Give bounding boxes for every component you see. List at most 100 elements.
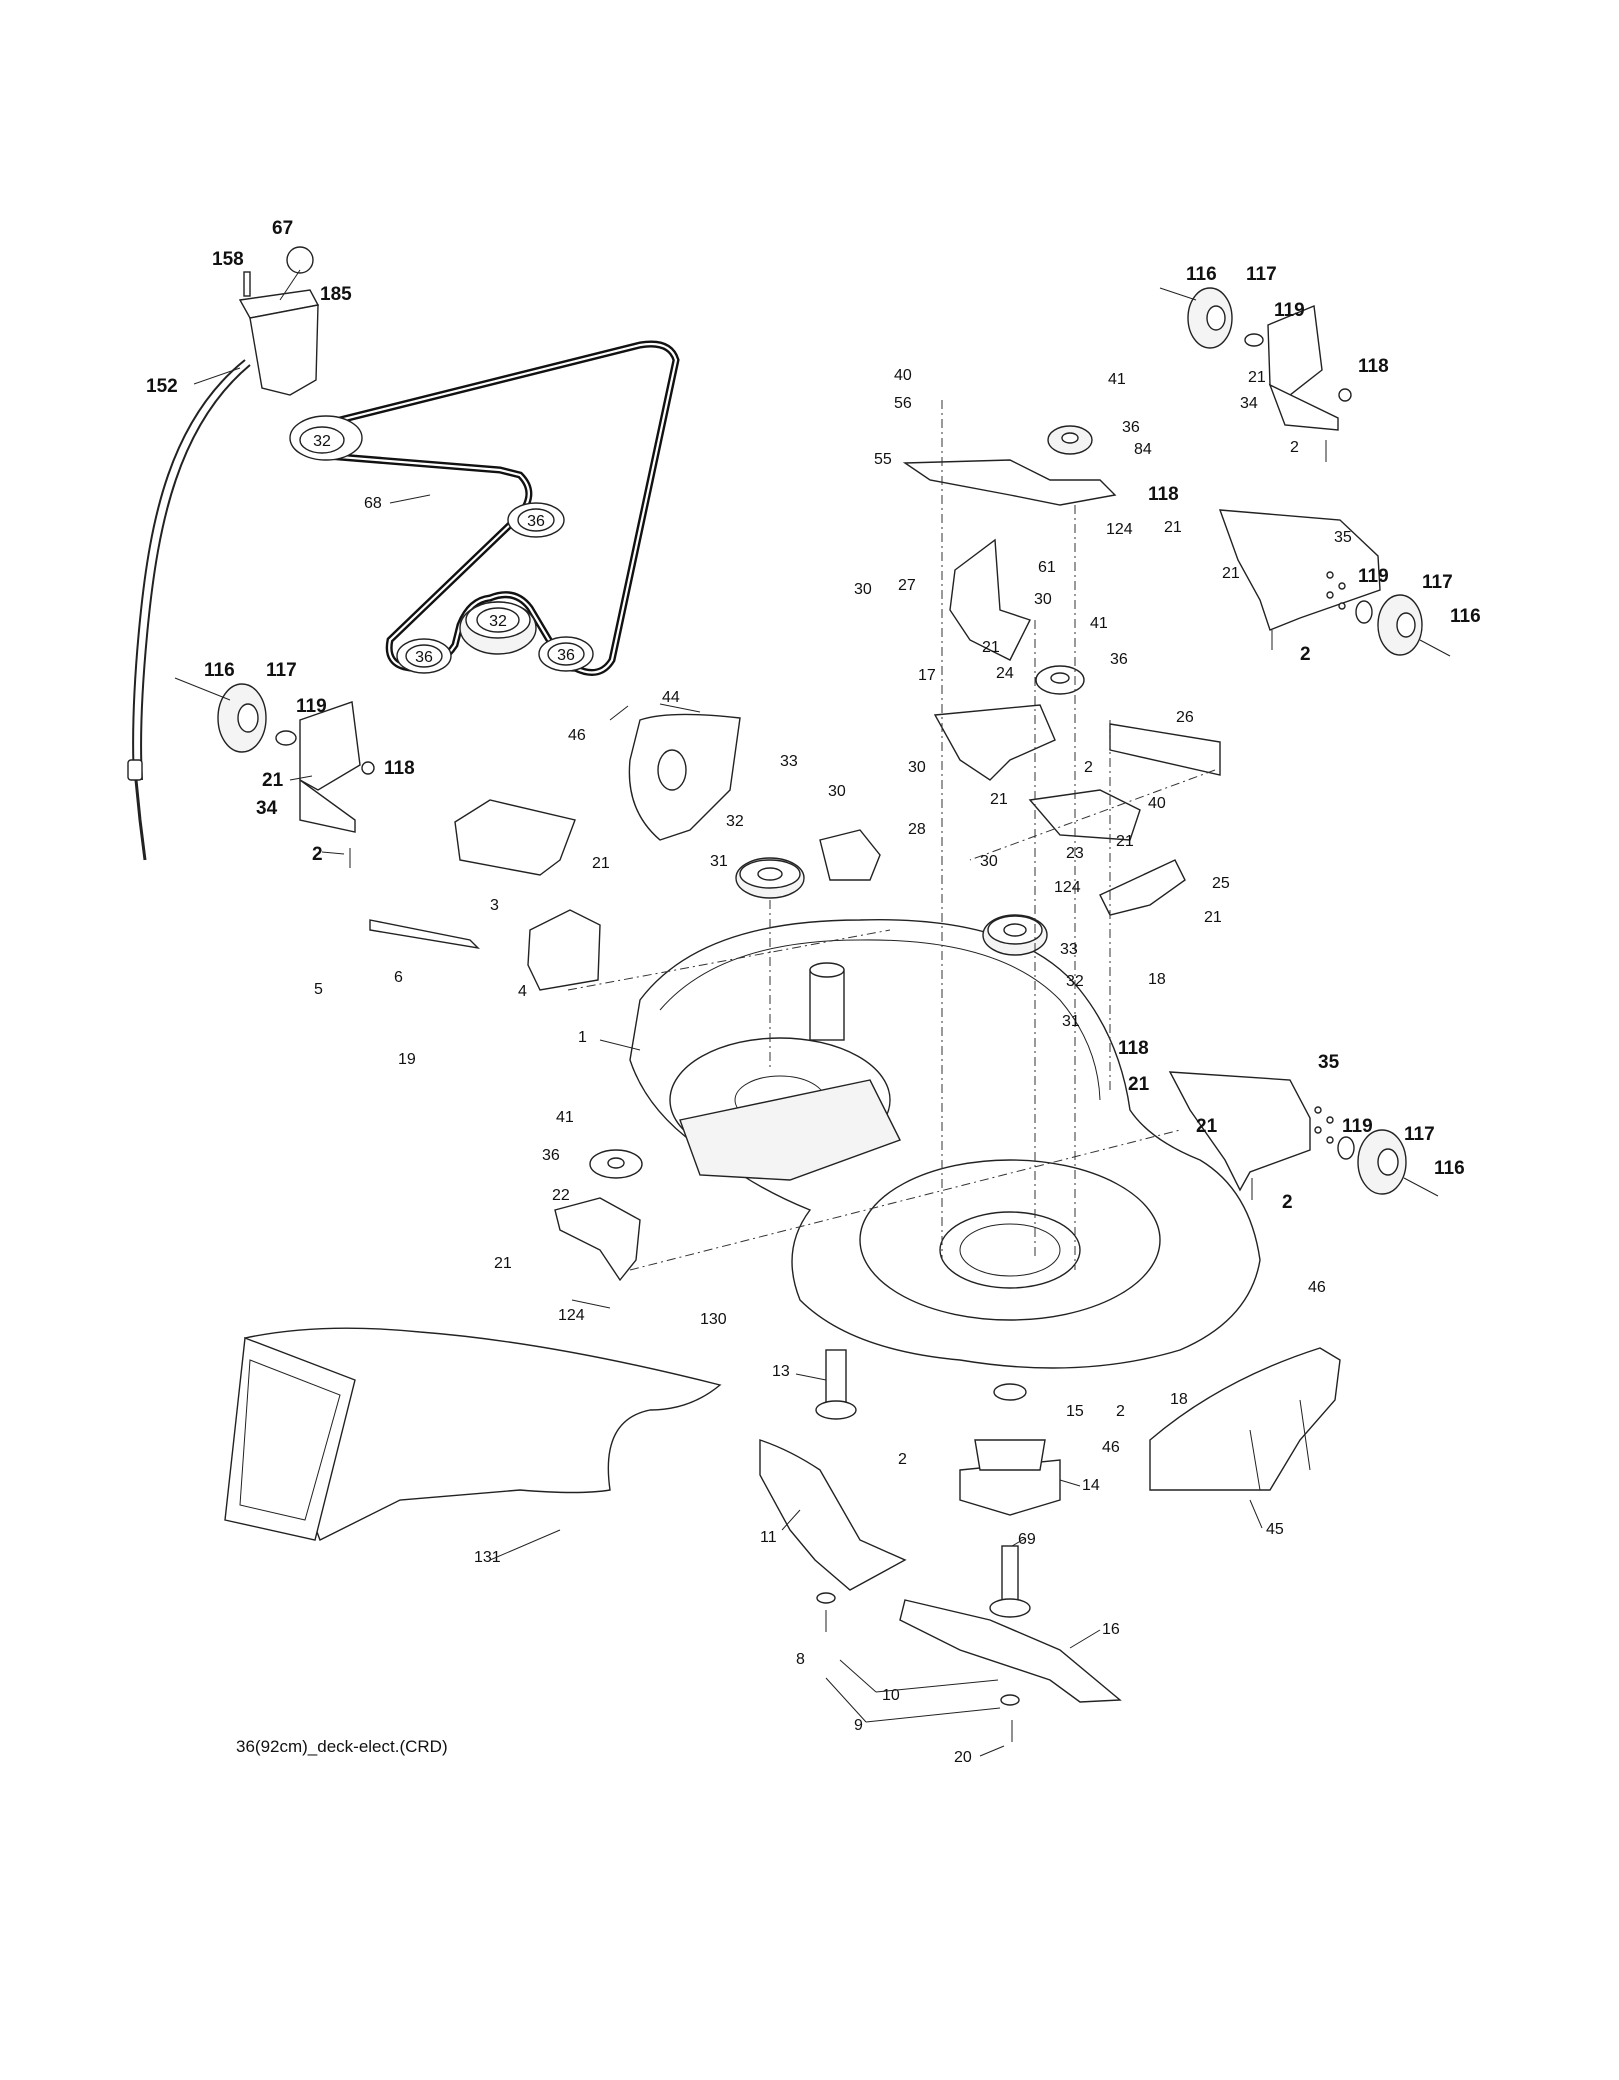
callout-21: 21 — [1222, 565, 1240, 582]
callout-124: 124 — [1106, 521, 1133, 538]
callout-118: 118 — [1118, 1038, 1149, 1059]
callout-40: 40 — [894, 367, 912, 384]
mower-blade-left — [759, 1439, 907, 1591]
callout-119: 119 — [296, 696, 327, 717]
callout-124: 124 — [558, 1307, 585, 1324]
callout-21: 21 — [990, 791, 1008, 808]
callout-19: 19 — [398, 1051, 416, 1068]
callout-34: 34 — [256, 798, 278, 819]
callout-13: 13 — [772, 1363, 790, 1380]
callout-117: 117 — [1404, 1124, 1435, 1145]
callout-9: 9 — [854, 1717, 863, 1734]
callout-36: 36 — [1110, 651, 1128, 668]
callout-41: 41 — [1090, 615, 1108, 632]
callout-33: 33 — [780, 753, 798, 770]
callout-32: 32 — [1066, 973, 1084, 990]
mower-blade-right — [899, 1599, 1122, 1703]
callout-2: 2 — [312, 844, 323, 865]
callout-17: 17 — [918, 667, 936, 684]
callout-18: 18 — [1170, 1391, 1188, 1408]
pulley-label: 36 — [415, 649, 433, 666]
callout-118: 118 — [1358, 356, 1389, 377]
callout-117: 117 — [1422, 572, 1453, 593]
side-shield — [1149, 1347, 1341, 1491]
drive-belt-assembly: 32 36 32 36 36 — [289, 340, 680, 676]
belt-pulley-bottom-left: 36 — [396, 638, 452, 674]
callout-41: 41 — [1108, 371, 1126, 388]
discharge-chute — [224, 1327, 722, 1541]
callout-68: 68 — [364, 495, 382, 512]
callout-14: 14 — [1082, 1477, 1100, 1494]
callout-46: 46 — [1102, 1439, 1120, 1456]
idler-bracket — [949, 538, 1031, 661]
control-bracket — [249, 304, 319, 396]
pulley-label: 32 — [313, 433, 331, 450]
callout-21: 21 — [1248, 369, 1266, 386]
deck-baffle — [679, 1079, 901, 1181]
callout-31: 31 — [710, 853, 728, 870]
callout-21: 21 — [1128, 1074, 1150, 1095]
wheel-bracket — [299, 701, 361, 791]
callout-30: 30 — [980, 853, 998, 870]
callout-leader-lines — [193, 367, 1263, 1757]
callout-35: 35 — [1334, 529, 1352, 546]
idler-brackets-and-pulleys — [369, 425, 1221, 1282]
callout-116: 116 — [1186, 264, 1217, 285]
callout-27: 27 — [898, 577, 916, 594]
callout-118: 118 — [384, 758, 415, 779]
callout-116: 116 — [1434, 1158, 1465, 1179]
callout-23: 23 — [1066, 845, 1084, 862]
belt-guide-bracket — [1109, 723, 1221, 776]
left-gauge-wheel-assembly — [174, 677, 375, 868]
callout-8: 8 — [796, 1651, 805, 1668]
callout-118: 118 — [1148, 484, 1179, 505]
diagram-caption: 36(92cm)_deck-elect.(CRD) — [236, 1737, 448, 1756]
idler-arm — [933, 704, 1056, 781]
callout-84: 84 — [1134, 441, 1152, 458]
callout-2: 2 — [1116, 1403, 1125, 1420]
callout-18: 18 — [1148, 971, 1166, 988]
callout-130: 130 — [700, 1311, 727, 1328]
callout-41: 41 — [556, 1109, 574, 1126]
callout-46: 46 — [568, 727, 586, 744]
callout-158: 158 — [212, 249, 244, 270]
callout-21: 21 — [262, 770, 284, 791]
callout-21: 21 — [1196, 1116, 1218, 1137]
callout-21: 21 — [1116, 833, 1134, 850]
belt-pulley-top-left: 32 — [289, 415, 363, 461]
callout-44: 44 — [662, 689, 680, 706]
callout-119: 119 — [1358, 566, 1389, 587]
callout-21: 21 — [592, 855, 610, 872]
belt-pulley-bottom-right: 36 — [538, 636, 594, 672]
callout-32: 32 — [726, 813, 744, 830]
pulley-label: 36 — [557, 647, 575, 664]
spindle-housing — [959, 1459, 1061, 1516]
blade-spindle-assembly — [759, 1349, 1122, 1742]
callout-2: 2 — [1300, 644, 1311, 665]
callout-26: 26 — [1176, 709, 1194, 726]
callout-116: 116 — [1450, 606, 1481, 627]
callout-6: 6 — [394, 969, 403, 986]
callout-25: 25 — [1212, 875, 1230, 892]
callout-30: 30 — [1034, 591, 1052, 608]
callout-152: 152 — [146, 376, 178, 397]
callout-2: 2 — [898, 1451, 907, 1468]
callout-67: 67 — [272, 218, 293, 239]
right-rear-gauge-wheel-assembly — [1159, 287, 1352, 462]
callout-11: 11 — [760, 1529, 777, 1546]
callout-2: 2 — [1282, 1192, 1293, 1213]
callout-55: 55 — [874, 451, 892, 468]
callout-119: 119 — [1342, 1116, 1373, 1137]
deck-bracket — [454, 799, 576, 876]
callout-21: 21 — [982, 639, 1000, 656]
callout-24: 24 — [996, 665, 1014, 682]
callout-56: 56 — [894, 395, 912, 412]
callout-40: 40 — [1148, 795, 1166, 812]
callout-31: 31 — [1062, 1013, 1080, 1030]
callout-16: 16 — [1102, 1621, 1120, 1638]
callout-22: 22 — [552, 1187, 570, 1204]
mower-deck-housing — [629, 918, 1261, 1369]
lift-link — [369, 919, 481, 950]
callout-21: 21 — [1164, 519, 1182, 536]
callout-30: 30 — [854, 581, 872, 598]
